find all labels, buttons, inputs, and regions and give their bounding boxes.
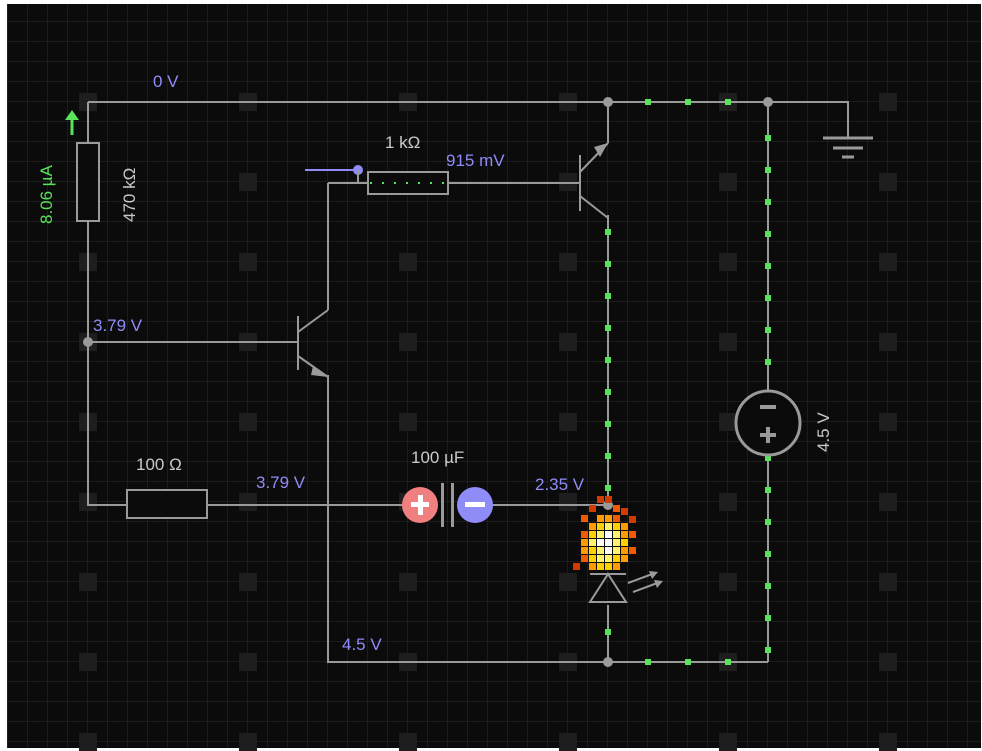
probe-connection-wire: [328, 170, 359, 184]
ground-icon[interactable]: [823, 136, 873, 159]
top-voltage-label: 0 V: [153, 72, 179, 91]
resistor-100[interactable]: [126, 489, 208, 519]
t2-emitter-arrow: [594, 143, 608, 157]
resistor-1k-label: 1 kΩ: [385, 133, 420, 152]
led-voltage-label: 2.35 V: [535, 475, 585, 494]
node-voltage-label: 3.79 V: [256, 473, 306, 492]
left-wire-bottom: [87, 221, 127, 506]
resistor-470k-label: 470 kΩ: [120, 168, 139, 222]
grid: [7, 4, 981, 748]
current-label: 8.06 µA: [37, 164, 56, 224]
t1-emitter-arrow: [311, 366, 328, 377]
resistor-100-label: 100 Ω: [136, 455, 182, 474]
led-icon[interactable]: [573, 496, 663, 603]
source-voltage-label: 4.5 V: [814, 412, 833, 452]
top-rail-wire: [88, 101, 849, 138]
base-voltage-label: 3.79 V: [93, 316, 143, 335]
arrow-up-icon: [65, 110, 79, 135]
bottom-voltage-label: 4.5 V: [342, 635, 382, 654]
capacitor-label: 100 µF: [411, 448, 464, 467]
led-burning-effect: [573, 496, 636, 570]
capacitor-100uf[interactable]: [402, 483, 493, 527]
t1-emitter-wire: [327, 375, 608, 663]
voltage-915-label: 915 mV: [446, 151, 505, 170]
resistor-470k[interactable]: [76, 142, 100, 222]
dc-voltage-source-icon[interactable]: [734, 389, 802, 457]
